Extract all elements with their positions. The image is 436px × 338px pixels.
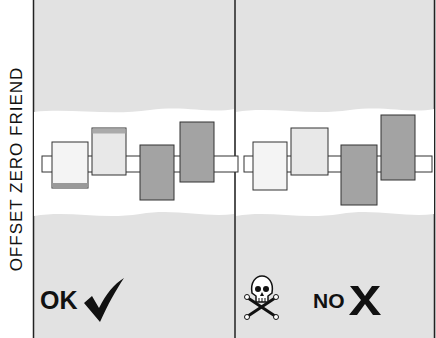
no-label: NO (313, 289, 345, 313)
side-title: OFFSET ZERO FRIEND (7, 67, 27, 272)
pulley-3 (140, 145, 174, 200)
pulley-4 (381, 115, 415, 180)
side-strip (0, 0, 33, 338)
cross-mark (349, 286, 381, 315)
skull-icon (245, 276, 279, 320)
white-band (236, 108, 434, 216)
pulley-3 (341, 145, 377, 205)
check-mark (84, 278, 124, 322)
offset-mark (93, 129, 126, 134)
pulley-2 (92, 128, 126, 175)
ok-label: OK (40, 286, 78, 315)
pulley-1 (253, 142, 287, 190)
offset-mark (53, 183, 88, 188)
pulley-4 (180, 122, 214, 182)
pulley-2 (291, 128, 328, 175)
pulley-1 (52, 142, 88, 188)
